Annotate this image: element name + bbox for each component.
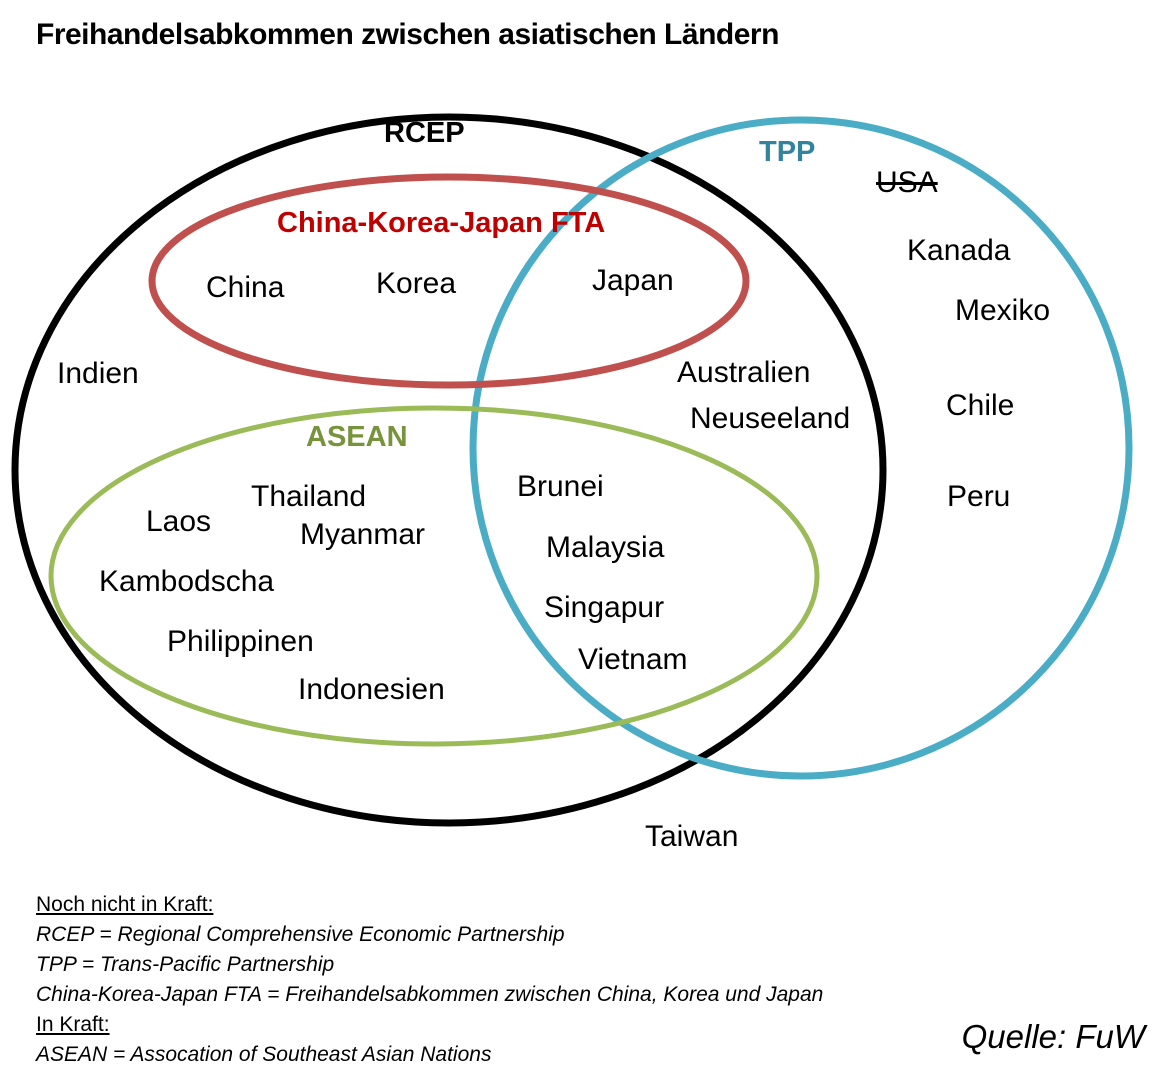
country-taiwan: Taiwan	[645, 820, 739, 853]
country-japan: Japan	[592, 264, 674, 297]
country-vietnam: Vietnam	[578, 643, 688, 676]
country-korea: Korea	[376, 267, 457, 300]
legend-ckj: China-Korea-Japan FTA = Freihandelsabkom…	[36, 983, 824, 1006]
country-neuseeland: Neuseeland	[690, 402, 851, 435]
tpp-ellipse	[469, 116, 1133, 780]
country-chile: Chile	[946, 389, 1015, 422]
legend-tpp: TPP = Trans-Pacific Partnership	[36, 953, 335, 976]
country-myanmar: Myanmar	[300, 518, 426, 551]
country-kambodscha: Kambodscha	[99, 565, 275, 598]
tpp-label: TPP	[759, 136, 816, 168]
ckj-ellipse	[148, 173, 750, 389]
asean-ellipse	[48, 405, 820, 747]
country-indien: Indien	[57, 357, 139, 390]
page-title: Freihandelsabkommen zwischen asiatischen…	[36, 18, 779, 51]
legend-heading-pending: Noch nicht in Kraft:	[36, 893, 214, 916]
country-thailand: Thailand	[251, 480, 367, 513]
country-laos: Laos	[146, 505, 212, 538]
country-australien: Australien	[677, 356, 811, 389]
rcep-label: RCEP	[384, 117, 465, 149]
legend-rcep: RCEP = Regional Comprehensive Economic P…	[36, 923, 565, 946]
asean-label: ASEAN	[306, 421, 408, 453]
country-indonesien: Indonesien	[298, 673, 445, 706]
country-malaysia: Malaysia	[546, 531, 665, 564]
source-note: Quelle: FuW	[961, 1018, 1145, 1055]
country-mexiko: Mexiko	[955, 294, 1051, 327]
legend-heading-active: In Kraft:	[36, 1013, 110, 1036]
rcep-ellipse	[11, 113, 887, 827]
legend-asean: ASEAN = Assocation of Southeast Asian Na…	[36, 1043, 492, 1066]
country-china: China	[206, 271, 285, 304]
country-philippinen: Philippinen	[167, 625, 314, 658]
country-brunei: Brunei	[517, 470, 604, 503]
country-kanada: Kanada	[907, 234, 1011, 267]
ckj-label: China-Korea-Japan FTA	[277, 207, 606, 239]
country-usa: USA	[876, 166, 938, 199]
country-peru: Peru	[947, 480, 1011, 513]
legend: Noch nicht in Kraft: RCEP = Regional Com…	[36, 890, 823, 1070]
country-singapur: Singapur	[544, 591, 665, 624]
